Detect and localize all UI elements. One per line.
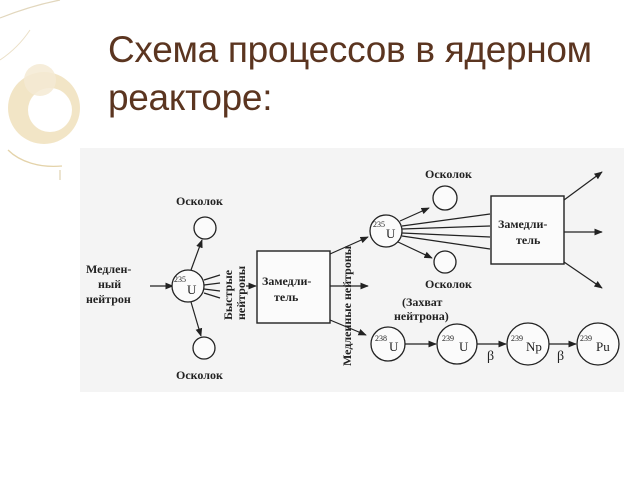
fast-neutrons-label-1: Быстрые (221, 269, 235, 320)
moderator-label-2b: тель (516, 233, 541, 247)
np239-symbol: Np (526, 339, 542, 354)
u235-nucleus-1 (171, 269, 205, 303)
moderator-label-2a: Замедли- (498, 217, 547, 231)
moderator-label-1b: тель (274, 290, 299, 304)
u238-symbol: U (389, 339, 399, 354)
moderator-box-2 (490, 195, 565, 265)
moderator-label-1a: Замедли- (262, 274, 311, 288)
pu239-mass: 239 (580, 334, 592, 343)
fragment-label-top-2: Осколок (425, 167, 472, 181)
u235-mass-2: 235 (373, 220, 385, 229)
u235-nucleus-2 (369, 214, 403, 248)
moderator1-arrow-up (329, 236, 369, 255)
fast-neutron-ray-5 (401, 213, 491, 227)
u238-nucleus (370, 326, 406, 362)
fragment-label-bottom-2: Осколок (425, 277, 472, 291)
capture-label-1: (Захват (402, 295, 443, 309)
moderator2-arrow-1 (563, 171, 603, 201)
beta-label-1: β (487, 349, 494, 364)
u239-nucleus (436, 323, 478, 365)
decorative-swirl (0, 0, 80, 180)
fragment-label-bottom-1: Осколок (176, 368, 223, 382)
fast-neutron-ray-4 (203, 292, 221, 299)
fragment-circle-top-1 (193, 216, 217, 240)
title-line-2: реакторе: (108, 77, 273, 118)
fast-neutron-ray-8 (401, 235, 491, 250)
u239-mass: 239 (442, 334, 454, 343)
fragment-arrow-up-1 (190, 239, 203, 271)
slow-neutrons-vertical-label: Медленные нейтроны (340, 245, 354, 366)
slide-title: Схема процессов в ядерном реакторе: (108, 26, 628, 122)
slow-neutron-label-1: Медлен- (86, 262, 131, 276)
moderator1-arrow-down (329, 319, 367, 336)
pu239-nucleus (576, 322, 620, 366)
fast-neutron-ray-3 (203, 288, 221, 292)
capture-label-2: нейтрона) (394, 309, 449, 323)
fragment-arrow-down-2 (397, 241, 433, 259)
np239-mass: 239 (511, 334, 523, 343)
u235-symbol-1: U (187, 282, 197, 297)
slow-neutron-label-2: ный (98, 277, 121, 291)
fast-neutrons-label-2: нейтроны (234, 265, 248, 320)
slow-neutron-label-3: нейтрон (86, 292, 131, 306)
fragment-arrow-up-2 (399, 207, 430, 222)
moderator-box-1 (256, 250, 331, 324)
pu239-symbol: Pu (596, 339, 610, 354)
u238-mass: 238 (375, 334, 387, 343)
fragment-circle-bottom-1 (192, 336, 216, 360)
fast-neutron-ray-1 (203, 274, 221, 281)
fragment-label-top-1: Осколок (176, 194, 223, 208)
fragment-circle-top-2 (432, 185, 458, 211)
beta-label-2: β (557, 349, 564, 364)
u235-symbol-2: U (386, 226, 396, 241)
u235-mass-1: 235 (174, 275, 186, 284)
moderator2-arrow-3 (563, 261, 603, 289)
reactor-diagram-panel: Медлен- ный нейтрон 235 U Осколок Осколо… (80, 148, 624, 392)
fragment-arrow-down-1 (190, 301, 203, 337)
u239-symbol: U (459, 339, 469, 354)
title-line-1: Схема процессов в ядерном (108, 29, 592, 70)
fast-neutron-ray-7 (401, 232, 491, 238)
reactor-process-diagram: Медлен- ный нейтрон 235 U Осколок Осколо… (86, 167, 620, 382)
fragment-circle-bottom-2 (433, 250, 457, 274)
fast-neutron-ray-6 (401, 225, 491, 230)
fast-neutron-ray-2 (203, 282, 221, 286)
